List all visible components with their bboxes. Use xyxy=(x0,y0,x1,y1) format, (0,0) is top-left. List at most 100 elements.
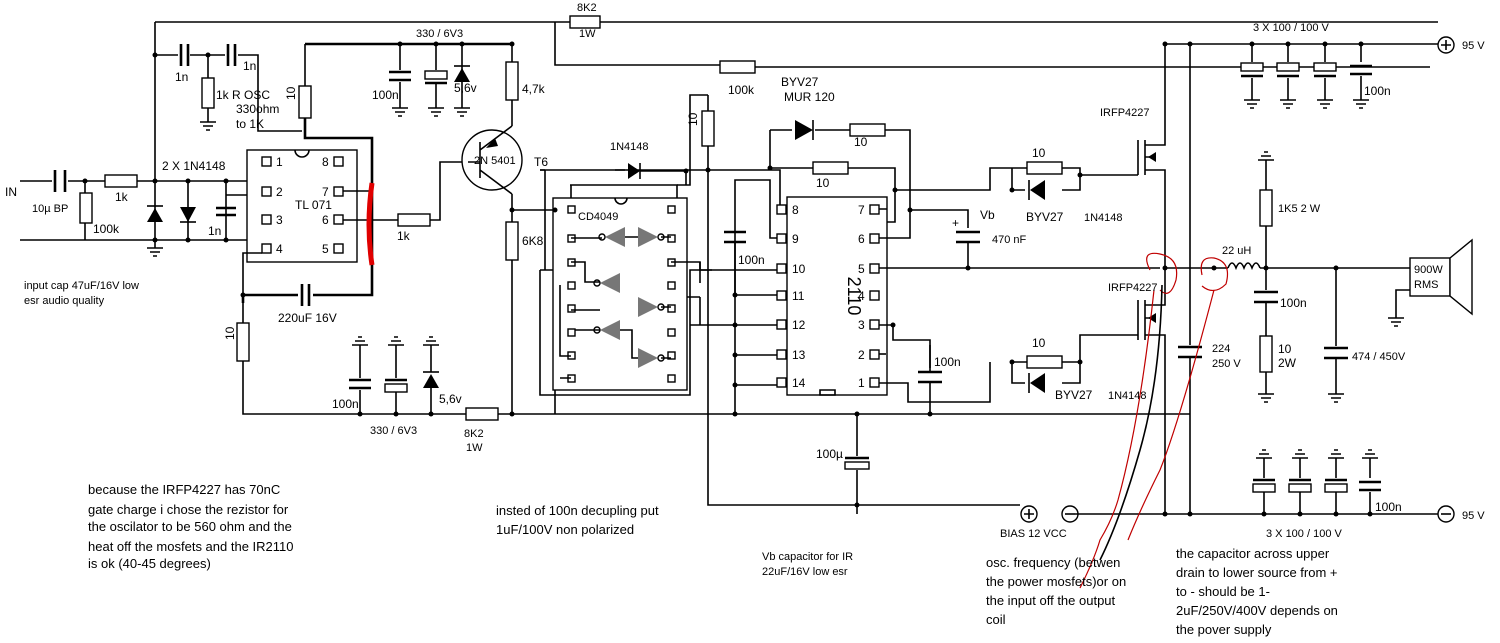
bus-cap-224 xyxy=(1178,44,1202,514)
label-c-100u: 100µ xyxy=(816,447,843,461)
mosfet-lower xyxy=(1137,268,1166,514)
label-rail-pos: 95 V xyxy=(1462,40,1485,52)
label-supply-bot: 330 / 6V3 xyxy=(370,425,417,437)
label-cd4049: CD4049 xyxy=(578,211,618,223)
mosfet-upper xyxy=(1137,44,1166,268)
pin-2: 2 xyxy=(858,348,865,362)
label-r-8k2-top: 8K2 xyxy=(577,2,597,14)
label-caps-top: 3 X 100 / 100 V xyxy=(1253,22,1329,34)
label-c-224: 224 xyxy=(1212,343,1230,355)
label-c-100n-a: 100n xyxy=(738,253,765,267)
label-byv-top1: BYV27 xyxy=(781,75,819,89)
pin-14: 14 xyxy=(792,376,806,390)
rail-caps-bottom xyxy=(1075,449,1438,515)
label-diodes: 2 X 1N4148 xyxy=(162,159,226,173)
label-r-10-g2: 10 xyxy=(1032,336,1046,350)
svg-text:esr audio quality: esr audio quality xyxy=(24,295,105,307)
note-cap-across: the capacitor across upper drain to lowe… xyxy=(1176,546,1338,637)
label-r-10-cd: 10 xyxy=(686,112,700,126)
svg-text:the oscilator to be 560 ohm a: the oscilator to be 560 ohm and the xyxy=(88,519,292,534)
label-speaker2: RMS xyxy=(1414,279,1438,291)
label-r-6k8: 6K8 xyxy=(522,234,544,248)
pin-6: 6 xyxy=(858,232,865,246)
pin-4: 4 xyxy=(858,289,865,303)
label-byv-top2: MUR 120 xyxy=(784,90,835,104)
label-z-bot: 5,6v xyxy=(439,392,462,406)
note-decoupling: insted of 100n decupling put 1uF/100V no… xyxy=(496,503,659,537)
supply-filter-bottom xyxy=(349,336,439,414)
svg-text:the power mosfets)or on: the power mosfets)or on xyxy=(986,574,1126,589)
label-t6: T6 xyxy=(534,155,548,169)
supply-filter-top xyxy=(389,44,470,117)
label-l-22u: 22 uH xyxy=(1222,245,1251,257)
resistor-100k xyxy=(719,60,756,74)
tl071-opamp xyxy=(246,149,395,263)
label-c-1n-a: 1n xyxy=(175,70,188,84)
label-in: IN xyxy=(5,185,17,199)
pin-5: 5 xyxy=(858,262,865,276)
note-input-cap: input cap 47uF/16V low esr audio quality xyxy=(24,280,139,307)
label-rail-neg: 95 V xyxy=(1462,510,1485,522)
label-c-224-v: 250 V xyxy=(1212,358,1241,370)
label-mos1: IRFP4227 xyxy=(1100,107,1150,119)
label-c-1n-c: 1n xyxy=(208,224,221,238)
label-speaker1: 900W xyxy=(1414,264,1443,276)
label-bias: BIAS 12 VCC xyxy=(1000,528,1067,540)
pin-11: 11 xyxy=(792,289,805,303)
label-r-1k5: 1K5 2 W xyxy=(1278,203,1321,215)
label-r-10-2w-b: 2W xyxy=(1278,356,1297,370)
label-r-10-2w-a: 10 xyxy=(1278,342,1292,356)
svg-text:the capacitor across upper: the capacitor across upper xyxy=(1176,546,1330,561)
label-r-osc-note1: 330ohm xyxy=(236,102,279,116)
tl-pin-4: 4 xyxy=(276,242,283,256)
output-filter xyxy=(1165,151,1415,403)
svg-text:2uF/250V/400V depends on: 2uF/250V/400V depends on xyxy=(1176,603,1338,618)
label-z-top: 5,6v xyxy=(454,81,477,95)
svg-text:insted of 100n decupling put: insted of 100n decupling put xyxy=(496,503,659,518)
label-c-100n-out: 100n xyxy=(1280,296,1307,310)
svg-text:heat off the mosfets and the I: heat off the mosfets and the IR2110 xyxy=(88,539,294,554)
note-vb-cap: Vb capacitor for IR 22uF/16V low esr xyxy=(762,551,853,578)
gate-network-bottom xyxy=(918,334,1138,414)
pin-10: 10 xyxy=(792,262,806,276)
label-r-10-b: 10 xyxy=(816,176,830,190)
label-r-10-a: 10 xyxy=(854,135,868,149)
svg-text:the pover supply: the pover supply xyxy=(1176,622,1272,637)
pin-3: 3 xyxy=(858,318,865,332)
label-opamp: TL 071 xyxy=(295,198,332,212)
svg-text:because the IRFP4227 has 70nC: because the IRFP4227 has 70nC xyxy=(88,482,280,497)
label-c-220u: 220uF 16V xyxy=(278,311,337,325)
label-r-10-top: 10 xyxy=(284,86,298,100)
label-c-in: 10µ BP xyxy=(32,203,68,215)
pin-12: 12 xyxy=(792,318,806,332)
gate-network-top xyxy=(769,120,1138,268)
rail-caps-top xyxy=(1240,44,1372,109)
label-r-8k2-bot-w: 1W xyxy=(466,442,483,454)
label-r-1k-mid: 1k xyxy=(397,229,411,243)
cap-100u xyxy=(844,414,870,514)
svg-text:Vb capacitor for IR: Vb capacitor for IR xyxy=(762,551,853,563)
label-ic2110: 2110 xyxy=(844,277,864,316)
label-vb-plus: + xyxy=(952,216,959,230)
label-r-osc: 1k R OSC xyxy=(216,88,270,102)
pin-1: 1 xyxy=(858,376,865,390)
svg-text:is ok (40-45 degrees): is ok (40-45 degrees) xyxy=(88,556,211,571)
svg-text:gate charge i chose the rezist: gate charge i chose the rezistor for xyxy=(88,502,289,517)
note-gate-charge: because the IRFP4227 has 70nC gate charg… xyxy=(88,482,294,571)
label-c-100n-top: 100n xyxy=(372,88,399,102)
tl-pin-3: 3 xyxy=(276,213,283,227)
junction-dots xyxy=(82,41,1373,517)
tl-pin-2: 2 xyxy=(276,185,283,199)
svg-text:coil: coil xyxy=(986,612,1006,627)
label-r-4k7: 4,7k xyxy=(522,82,546,96)
label-d-1n4148-cd: 1N4148 xyxy=(610,141,649,153)
note-osc: osc. frequency (betwen the power mosfets… xyxy=(986,555,1126,627)
tl-pin-1: 1 xyxy=(276,155,283,169)
label-c-474: 474 / 450V xyxy=(1352,351,1406,363)
label-r-100k: 100k xyxy=(728,83,755,97)
pnp-transistor-stage xyxy=(461,44,556,414)
pin-7: 7 xyxy=(858,203,865,217)
tl-pin-7: 7 xyxy=(322,185,329,199)
svg-text:22uF/16V low esr: 22uF/16V low esr xyxy=(762,566,848,578)
